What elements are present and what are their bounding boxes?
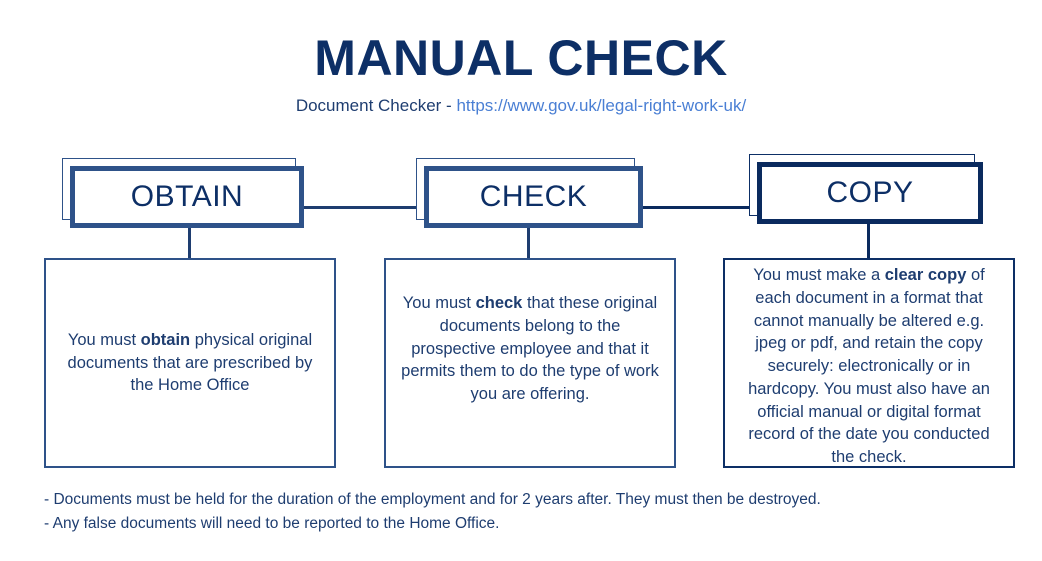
footer-note: - Documents must be held for the duratio…	[44, 491, 821, 508]
stage-frame-check: CHECK	[424, 166, 643, 228]
gov-uk-link[interactable]: https://www.gov.uk/legal-right-work-uk/	[456, 96, 747, 115]
description-text-copy: You must make a clear copy of each docum…	[748, 266, 990, 467]
stage-box-check[interactable]: CHECK	[416, 158, 643, 228]
description-box-check: You must check that these original docum…	[384, 258, 676, 468]
stage-box-copy[interactable]: COPY	[749, 154, 983, 224]
footer-notes: - Documents must be held for the duratio…	[44, 488, 1004, 536]
connector-copy-stem	[867, 224, 870, 259]
stage-box-obtain[interactable]: OBTAIN	[62, 158, 304, 228]
stage-frame-copy: COPY	[757, 162, 983, 224]
description-text-check: You must check that these original docum…	[401, 294, 659, 404]
page-title: MANUAL CHECK	[314, 30, 728, 86]
description-text-obtain: You must obtain physical original docume…	[67, 330, 313, 395]
connector-obtain-to-check	[302, 206, 418, 209]
connector-obtain-stem	[188, 228, 191, 259]
stage-label-obtain: OBTAIN	[130, 180, 244, 213]
connector-check-stem	[527, 228, 530, 259]
description-box-obtain: You must obtain physical original docume…	[44, 258, 336, 468]
subtitle-prefix: Document Checker -	[295, 96, 457, 115]
stage-label-check: CHECK	[479, 180, 588, 213]
stage-label-copy: COPY	[826, 176, 914, 209]
page-subtitle: Document Checker - https://www.gov.uk/le…	[0, 95, 1042, 117]
description-box-copy: You must make a clear copy of each docum…	[723, 258, 1015, 468]
footer-note: - Any false documents will need to be re…	[44, 515, 500, 533]
connector-check-to-copy	[643, 206, 757, 209]
stage-frame-obtain: OBTAIN	[70, 166, 304, 228]
